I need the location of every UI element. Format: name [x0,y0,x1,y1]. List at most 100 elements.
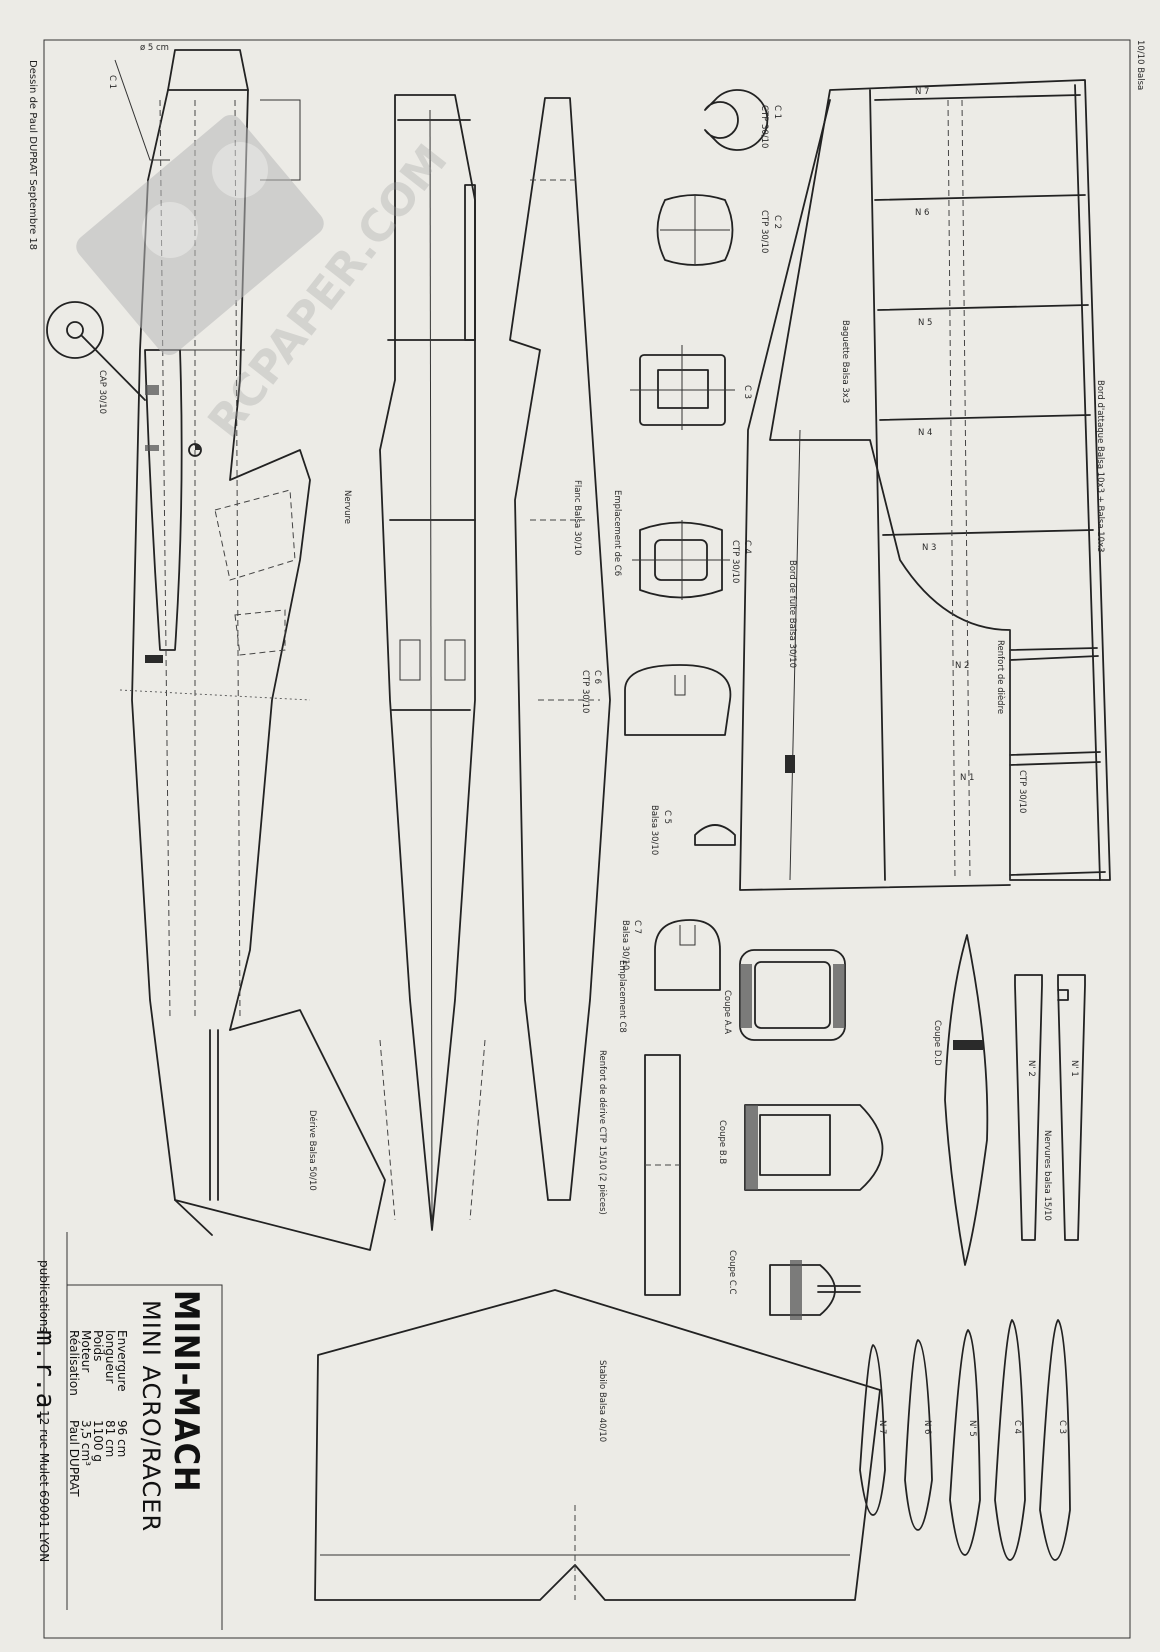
label-ctp30: CTP 30/10 [1017,770,1027,813]
label-ctp-c4: CTP 30/10 [730,540,740,583]
spinner-outline [167,49,249,91]
label-renfort: Renfort de dérive CTP 15/10 (2 pièces) [597,1050,608,1215]
label-emplacement-c6: Emplacement de C6 [612,490,622,576]
label-n7: N 7 [915,87,929,97]
fuselage-side-panel: Flanc Balsa 30/10 Emplacement de C6 Empl… [509,97,627,1215]
label-diam5: ø 5 cm [140,43,169,53]
label-n5: N 5 [918,318,932,328]
rear-spar [947,99,956,881]
rib-n1-part [1057,974,1086,1241]
label-coupe-bb: Coupe B.B [717,1120,727,1164]
section-dd [944,934,989,1266]
rib-n2 [1009,647,1098,651]
section-bb-inner [759,1114,831,1176]
stabilizer: Stabilo Balsa 40/10 [314,1289,881,1601]
label-bord-attaque: Bord d'attaque Balsa 10x3 + Balsa 10x3 [1095,380,1105,553]
leading-edge-inner [1074,84,1101,881]
rib-n1 [1009,761,1101,766]
label-c6: C 6 [592,670,602,684]
rib-n1-notch [1057,989,1069,1001]
hatch-2 [145,445,159,451]
label-c2: C 2 [772,215,782,229]
rib-n7-part [859,1344,886,1516]
label-c7: C 7 [632,920,642,934]
label-c1-side: C 1 [107,75,117,89]
publisher-logo: m.r.a. [30,1330,60,1424]
label-ctp-c2: CTP 30/10 [759,210,769,253]
label-coupe-dd: Coupe D.D [932,1020,942,1066]
label-n5p: N' 5 [967,1420,977,1437]
rib-c3 [1039,1319,1071,1561]
spec-value-0: 96 cm [115,1420,129,1457]
spec-value-1: 81 cm [103,1420,117,1457]
aileron-hinge [789,429,801,881]
label-nervures: Nervures balsa 15/10 [1042,1130,1052,1221]
rib-n7 [874,94,1081,101]
section-bb-wall [745,1105,758,1190]
rib-c4 [994,1319,1026,1561]
former-c7 [654,919,721,991]
rib-n3 [882,529,1094,536]
section-cc [769,1264,836,1316]
label-n6-rib: N 6 [922,1420,932,1434]
former-c3-inner [657,369,709,409]
main-spar [961,99,971,881]
servo-outline [234,609,286,656]
top-outline [379,94,476,1231]
label-cap30: CAP 30/10 [97,370,107,414]
side-panel-marks [530,179,600,701]
former-c1 [704,89,769,151]
label-c4: C 4 [742,540,752,554]
former-c6-notch [674,675,686,696]
former-c2 [656,194,734,266]
former-c7-notch [679,925,696,946]
label-renfort-dieedre: Renfort de dièdre [995,640,1006,714]
label-flanc: Flanc Balsa 30/10 [572,480,582,555]
section-bb [744,1104,884,1191]
label-stabilo: Stabilo Balsa 40/10 [597,1360,607,1442]
former-c6 [624,664,732,736]
spec-label-2: Poids [91,1330,105,1361]
rib-n6 [874,194,1086,201]
datum-line [119,689,311,701]
rib-n2-part [1014,974,1043,1241]
label-n7-rib: N 7 [877,1420,887,1434]
label-n1-part: N' 1 [1069,1060,1079,1077]
wing-trailing-edge [739,99,1011,891]
spec-label-3: Moteur [79,1330,93,1372]
loose-ribs: N' 1 N' 2 C 3 C 4 N' 5 N 6 N 7 Nervures … [859,974,1086,1561]
hatch-1 [145,385,159,395]
rib-n5p [949,1329,981,1556]
label-c3-rib: C 3 [1057,1420,1067,1434]
label-c3: C 3 [742,385,752,399]
renfort-strip [644,1054,681,1296]
aileron-horn [785,755,795,773]
former-c2-cross [660,195,730,265]
title: MINI-MACH [166,1290,206,1493]
label-ctp-c1: CTP 30/10 [759,105,769,148]
former-c4-cross [632,520,730,600]
side-doubler [464,184,476,341]
publisher-label: publications [37,1260,51,1333]
label-nervure-gd: Nervure [342,490,352,524]
title-block: MINI-MACH MINI ACRO/RACER Envergure 96 c… [30,1232,223,1630]
fin-planform-hidden [379,1039,486,1221]
fuselage-top-view [379,94,486,1231]
wheel-hub [66,321,84,339]
stab-outline [314,1289,881,1601]
spec-label-4: Réalisation [67,1330,81,1396]
side-panel-outline [509,97,611,1201]
watermark-stick-right [212,142,268,198]
label-bord-fuite: Bord de fuite Balsa 30/10 [787,560,797,668]
spec-value-4: Paul DUPRAT [67,1420,81,1497]
spec-label-1: longueur [103,1330,117,1383]
subtitle: MINI ACRO/RACER [137,1300,165,1532]
label-baguette: Baguette Balsa 3x3 [840,320,850,403]
label-n2: N 2 [955,661,969,671]
label-n2-part: N' 2 [1026,1060,1036,1077]
label-ctp-c6: CTP 30/10 [580,670,590,713]
needle-valve [114,59,170,161]
former-c5 [694,824,736,846]
